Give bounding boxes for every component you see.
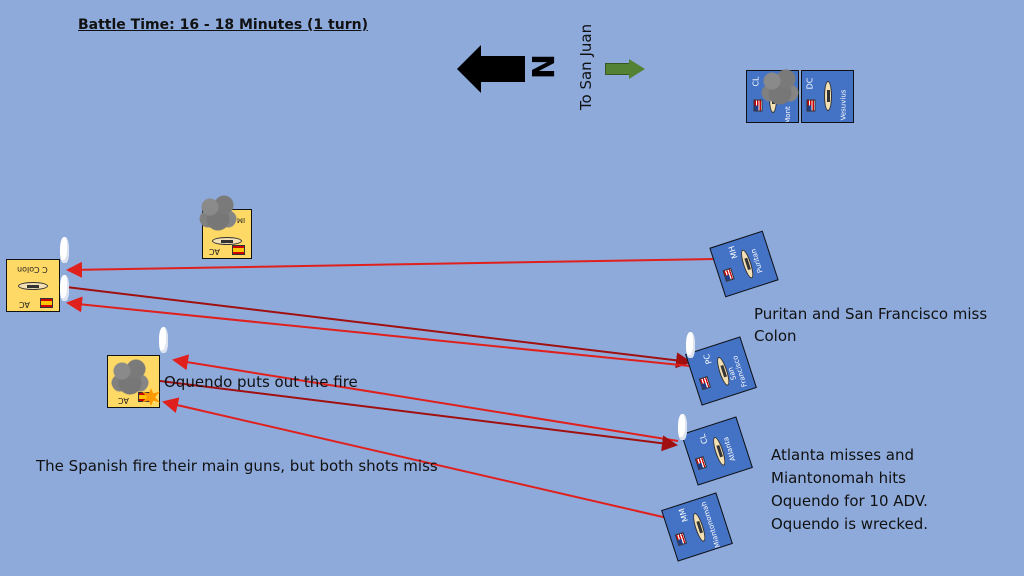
- counter-vesuvius[interactable]: DC Vesuvius: [801, 70, 854, 123]
- fire-line-oquendo-atlanta: [159, 380, 678, 452]
- splash-icon: [159, 327, 168, 353]
- us-flag-icon: [698, 375, 712, 391]
- us-flag-icon: [806, 99, 816, 112]
- us-flag-icon: [674, 531, 688, 547]
- counter-type: DC: [805, 77, 815, 90]
- ship-silhouette-icon: [18, 282, 48, 290]
- annotation-line: Oquendo is wrecked.: [771, 515, 929, 533]
- fire-line-colon-sanfrancisco: [65, 286, 692, 369]
- counter-type: AC: [209, 247, 220, 256]
- fire-line-sanfrancisco-colon: [66, 296, 691, 367]
- counter-name: C Colon: [17, 265, 48, 274]
- counter-name: IM: [237, 216, 246, 224]
- fire-line-puritan-colon: [66, 258, 716, 278]
- counter-type: AC: [118, 396, 129, 405]
- spain-flag-icon: [40, 298, 53, 308]
- ship-silhouette-icon: [824, 81, 832, 111]
- annotation-puritan-sf: Puritan and San Francisco miss Colon: [754, 303, 987, 347]
- annotation-line: Puritan and San Francisco miss: [754, 305, 988, 323]
- fire-line-atlanta-oquendo: [172, 354, 679, 442]
- splash-icon: [60, 237, 69, 263]
- counter-type: CL: [697, 432, 710, 446]
- counter-name: Mont: [783, 106, 792, 123]
- splash-icon: [678, 414, 687, 440]
- smoke-icon: [760, 67, 800, 107]
- north-arrow-shaft: [479, 56, 525, 82]
- annotation-oquendo-fire: Oquendo puts out the fire: [164, 373, 358, 391]
- counter-type: PC: [701, 352, 714, 366]
- spain-flag-icon: [232, 245, 245, 255]
- us-flag-icon: [722, 267, 735, 282]
- north-compass: N: [457, 45, 567, 93]
- annotation-line: Oquendo for 10 ADV.: [771, 492, 928, 510]
- us-flag-icon: [753, 99, 763, 112]
- us-flag-icon: [694, 455, 708, 471]
- battle-time-title: Battle Time: 16 - 18 Minutes (1 turn): [78, 17, 368, 33]
- ship-silhouette-icon: [212, 237, 242, 245]
- counter-colon[interactable]: C Colon AC: [6, 259, 60, 312]
- annotation-atlanta-miantonomah: Atlanta misses and Miantonomah hits Oque…: [771, 444, 928, 536]
- smoke-icon: [110, 357, 150, 397]
- counter-type: MH: [727, 244, 740, 260]
- splash-icon: [686, 332, 695, 358]
- annotation-line: Atlanta misses and: [771, 446, 915, 464]
- smoke-icon: [198, 193, 238, 233]
- counter-name: Vesuvius: [839, 89, 848, 121]
- annotation-line: Miantonomah hits: [771, 469, 906, 487]
- annotation-line: Colon: [754, 327, 797, 345]
- annotation-spanish-fire: The Spanish fire their main guns, but bo…: [36, 457, 438, 475]
- counter-type: AC: [19, 300, 30, 309]
- counter-type: MM: [677, 507, 690, 524]
- splash-icon: [60, 275, 69, 301]
- san-juan-arrow-icon: [605, 59, 645, 79]
- fire-line-miantonomah-oquendo: [162, 397, 677, 521]
